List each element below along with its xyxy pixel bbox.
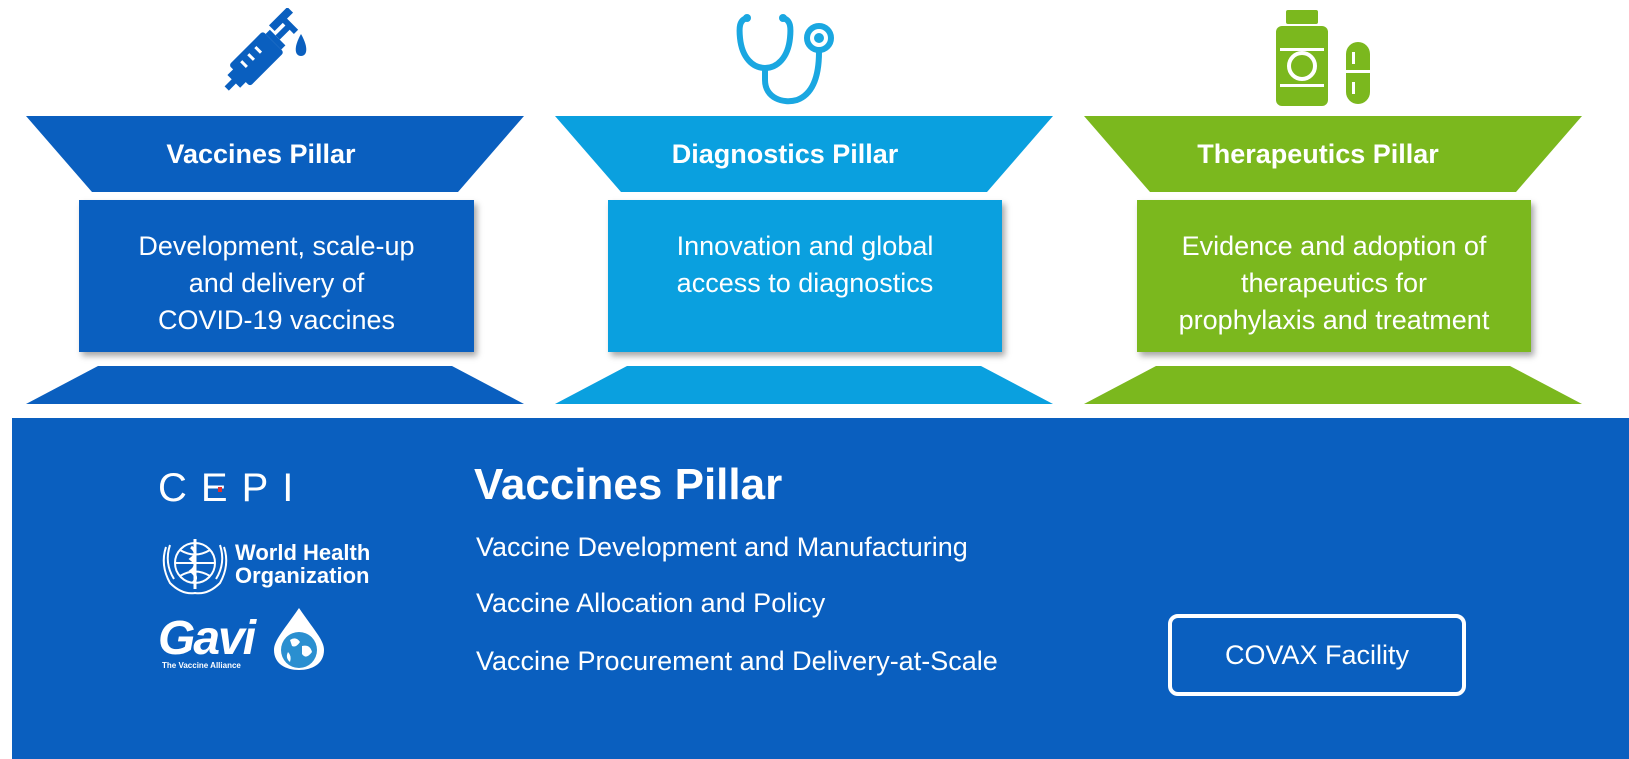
stethoscope-icon xyxy=(736,14,834,105)
who-logo-line: World Health xyxy=(235,540,371,565)
diagnostics-header-shape xyxy=(555,116,1053,192)
therapeutics-description-line: Evidence and adoption of xyxy=(1181,231,1487,261)
vaccines-base-shape xyxy=(26,366,524,404)
cepi-logo: CEPI xyxy=(158,466,308,510)
who-emblem-icon xyxy=(162,539,228,595)
therapeutics-description-box: Evidence and adoption of therapeutics fo… xyxy=(1137,200,1531,352)
vaccines-description-line: Development, scale-up xyxy=(138,231,415,261)
therapeutics-description-line: prophylaxis and treatment xyxy=(1178,305,1490,335)
vaccines-header-shape xyxy=(26,116,524,192)
diagnostics-description-box: Innovation and global access to diagnost… xyxy=(608,200,1002,352)
who-logo-line: Organization xyxy=(235,563,370,588)
vaccines-pillar-panel xyxy=(12,418,1629,759)
panel-item: Vaccine Procurement and Delivery-at-Scal… xyxy=(476,646,998,676)
vaccines-description-line: and delivery of xyxy=(188,268,365,298)
medicine-icon xyxy=(1276,10,1370,106)
panel-title: Vaccines Pillar xyxy=(474,460,783,509)
gavi-tagline: The Vaccine Alliance xyxy=(162,661,241,670)
diagnostics-pillar-title: Diagnostics Pillar xyxy=(671,138,899,169)
panel-item: Vaccine Development and Manufacturing xyxy=(476,532,968,562)
diagnostics-base-shape xyxy=(555,366,1053,404)
therapeutics-base-shape xyxy=(1084,366,1582,404)
gavi-logo: Gavi xyxy=(158,612,256,665)
gavi-globe-icon xyxy=(274,608,324,670)
who-logo-text: World Health Organization xyxy=(235,541,370,587)
vaccines-pillar-title: Vaccines Pillar xyxy=(166,138,356,169)
therapeutics-header-shape xyxy=(1084,116,1582,192)
diagnostics-description-line: access to diagnostics xyxy=(676,268,934,298)
therapeutics-description-line: therapeutics for xyxy=(1240,268,1428,298)
cepi-logo-dot xyxy=(218,487,222,492)
panel-item: Vaccine Allocation and Policy xyxy=(476,588,826,618)
syringe-icon xyxy=(224,8,307,91)
covax-facility-box: COVAX Facility xyxy=(1168,614,1466,696)
vaccines-description-box: Development, scale-up and delivery of CO… xyxy=(79,200,474,352)
diagnostics-description-line: Innovation and global xyxy=(676,231,934,261)
vaccines-description-line: COVID-19 vaccines xyxy=(157,305,396,335)
therapeutics-pillar-title: Therapeutics Pillar xyxy=(1197,138,1439,169)
